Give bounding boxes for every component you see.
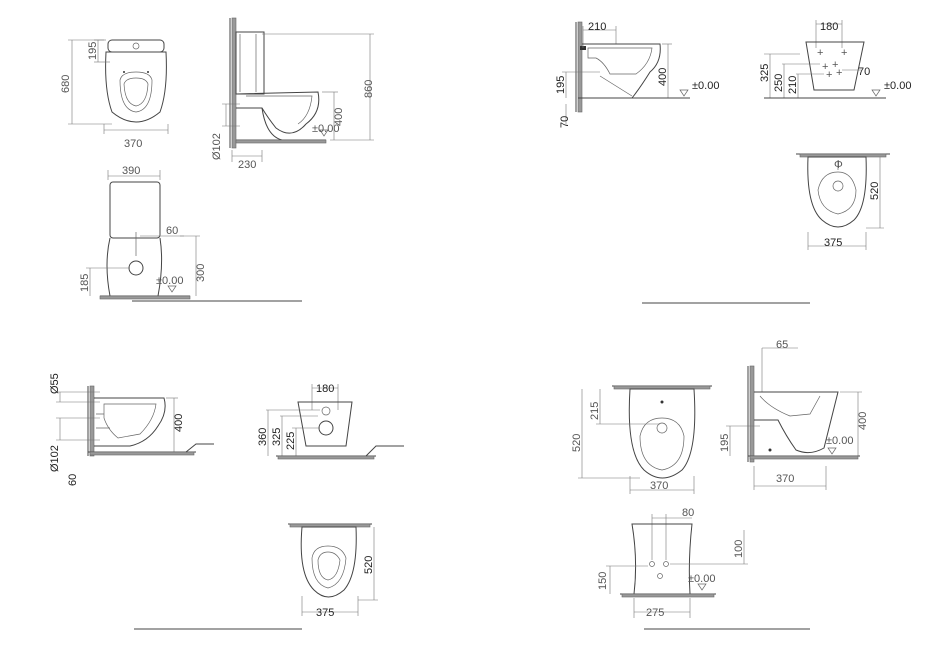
panel-b-side-dim-400: 400 [657, 68, 669, 86]
panel-a-side-dim-400: 400 [333, 108, 345, 126]
panel-a-front-dim-370: 370 [124, 138, 142, 150]
panel-c-rear-dim-180: 180 [316, 383, 334, 395]
panel-a-rear-view: 390 60 ±0.00 185 300 [79, 165, 207, 299]
panel-d-side-level: ±0.00 [826, 435, 853, 447]
panel-b-top-view: Φ 520 375 [796, 154, 890, 250]
panel-a-front-dim-195: 195 [87, 42, 99, 60]
panel-b-side-view: 210 400 ±0.00 195 70 [555, 21, 719, 128]
panel-c-side-dim-55: Ø55 [49, 373, 61, 394]
svg-text:+: + [841, 47, 847, 59]
panel-c-side-dim-60: 60 [67, 474, 79, 486]
panel-c-side-dim-400: 400 [173, 414, 185, 432]
svg-text:+: + [826, 69, 832, 81]
panel-c-side-view: Ø55 Ø102 400 60 [49, 373, 214, 486]
panel-b-side-level: ±0.00 [692, 80, 719, 92]
panel-b-top-dim-520: 520 [869, 182, 881, 200]
panel-a-side-dim-860: 860 [363, 80, 375, 98]
panel-a-rear-dim-390: 390 [122, 165, 140, 177]
panel-d-top-dim-520: 520 [571, 434, 583, 452]
panel-b-rear-view: 180 ++ ++ ++ 325 250 210 70 ±0.00 [759, 20, 911, 98]
panel-d-side-dim-195: 195 [719, 434, 731, 452]
panel-c-side-dim-102: Ø102 [49, 445, 61, 472]
panel-d-side-dim-370: 370 [776, 473, 794, 485]
panel-d-top-view: 215 520 370 [571, 386, 712, 494]
panel-a-side-dim-102: Ø102 [211, 133, 223, 160]
panel-b-rear-level: ±0.00 [884, 80, 911, 92]
panel-d-floor-standing-bidet: 215 520 370 65 400 195 ±0.00 [571, 339, 869, 629]
panel-b-side-dim-70: 70 [559, 116, 571, 128]
panel-b-top-dim-375: 375 [824, 237, 842, 249]
panel-b-rear-dim-180: 180 [820, 21, 838, 33]
panel-a-rear-level: ±0.00 [156, 275, 183, 287]
svg-text:+: + [836, 67, 842, 79]
panel-d-side-view: 65 400 195 ±0.00 370 [719, 339, 869, 490]
panel-c-rear-view: 180 360 325 225 [257, 383, 404, 459]
panel-b-rear-dim-70: 70 [858, 66, 870, 78]
panel-d-rear-dim-275: 275 [646, 607, 664, 619]
panel-d-rear-dim-150: 150 [597, 572, 609, 590]
panel-c-top-view: 520 375 [288, 524, 378, 619]
panel-a-side-view: ±0.00 860 400 Ø102 230 [211, 18, 375, 171]
panel-d-rear-view: 80 100 150 ±0.00 275 [597, 507, 748, 619]
panel-c-top-dim-375: 375 [316, 607, 334, 619]
panel-d-top-dim-370: 370 [650, 480, 668, 492]
panel-b-side-dim-210: 210 [588, 21, 606, 33]
panel-d-side-dim-65: 65 [776, 339, 788, 351]
panel-d-rear-dim-100: 100 [733, 540, 745, 558]
panel-d-side-dim-400: 400 [857, 412, 869, 430]
panel-a-front-dim-680: 680 [60, 75, 72, 93]
panel-c-wall-hung-wc: Ø55 Ø102 400 60 180 360 325 [49, 373, 404, 629]
panel-a-rear-dim-60: 60 [166, 225, 178, 237]
panel-b-rear-dim-325: 325 [759, 64, 771, 82]
panel-b-side-dim-195: 195 [555, 76, 567, 94]
panel-c-top-dim-520: 520 [363, 556, 375, 574]
panel-c-rear-dim-325: 325 [271, 428, 283, 446]
svg-text:Φ: Φ [834, 159, 843, 171]
panel-d-rear-level: ±0.00 [688, 573, 715, 585]
panel-a-rear-dim-300: 300 [195, 264, 207, 282]
panel-c-rear-dim-360: 360 [257, 428, 269, 446]
panel-a-front-view: 195 680 370 [60, 40, 168, 150]
panel-a-side-dim-230: 230 [238, 159, 256, 171]
panel-a-close-coupled-wc: 195 680 370 ±0.00 860 [60, 18, 375, 301]
panel-c-rear-dim-225: 225 [285, 432, 297, 450]
svg-text:+: + [817, 47, 823, 59]
panel-b-rear-dim-210: 210 [787, 76, 799, 94]
panel-a-rear-dim-185: 185 [79, 274, 91, 292]
panel-b-rear-dim-250: 250 [773, 74, 785, 92]
panel-b-wall-hung-bidet: 210 400 ±0.00 195 70 180 ++ ++ ++ [555, 20, 911, 303]
panel-d-top-dim-215: 215 [589, 402, 601, 420]
panel-d-rear-dim-80: 80 [682, 507, 694, 519]
